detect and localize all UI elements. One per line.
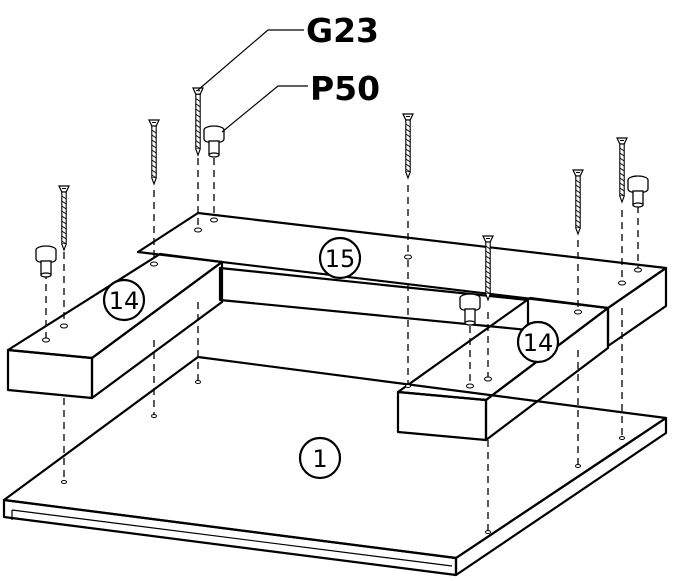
part-number-right-block: 14 — [516, 320, 560, 364]
screw-icon — [148, 119, 160, 185]
dowel-icon — [627, 175, 649, 208]
screw-icon — [402, 113, 414, 179]
dowel-icon — [459, 293, 481, 326]
screw-icon — [192, 87, 204, 156]
hole — [634, 267, 642, 273]
hole — [210, 217, 218, 223]
right-block-front-face — [396, 390, 488, 442]
assembly-guide-lines — [45, 158, 639, 530]
base-panel-groove — [11, 509, 453, 567]
holes — [42, 217, 642, 534]
svg-text:14: 14 — [109, 287, 140, 315]
hole — [404, 254, 412, 260]
hole — [574, 309, 582, 315]
hole — [61, 480, 67, 484]
screw-callout-label: G23 — [306, 11, 379, 50]
hole — [195, 380, 201, 384]
hole — [575, 464, 581, 468]
hole — [151, 414, 157, 418]
hole — [484, 376, 492, 382]
base-panel — [2, 355, 668, 577]
hole — [405, 384, 411, 388]
back-block-front-face — [218, 266, 530, 332]
back-block — [136, 211, 668, 348]
left-block-side-face — [90, 260, 224, 400]
part-number-base-panel: 1 — [298, 436, 342, 480]
right-side-block — [396, 296, 610, 442]
hole — [618, 280, 626, 286]
left-side-block — [6, 252, 224, 400]
svg-text:14: 14 — [523, 329, 554, 357]
dowel-icon — [203, 125, 225, 158]
svg-text:1: 1 — [312, 445, 327, 473]
screw-icon — [58, 185, 70, 251]
dowel-icon — [35, 245, 57, 278]
screw-icon — [616, 137, 628, 203]
hole — [42, 337, 50, 343]
dowel-callout-label: P50 — [310, 69, 380, 108]
part-number-back-block: 15 — [318, 236, 362, 280]
screw-callout-leader — [197, 29, 304, 91]
svg-text:15: 15 — [325, 245, 356, 273]
hole — [194, 227, 202, 233]
hole — [466, 383, 474, 389]
hole — [485, 530, 491, 534]
back-block-end-face — [606, 266, 668, 348]
left-block-front-face — [6, 348, 94, 400]
dowel-callout-leader — [221, 85, 308, 133]
hole — [150, 261, 158, 267]
right-block-side-face — [484, 306, 610, 442]
part-number-left-block: 14 — [102, 278, 146, 322]
callout-leaders — [197, 29, 308, 133]
base-panel-side-edge — [454, 416, 668, 577]
screw-icon — [572, 169, 584, 235]
hole — [619, 436, 625, 440]
hole — [60, 323, 68, 329]
